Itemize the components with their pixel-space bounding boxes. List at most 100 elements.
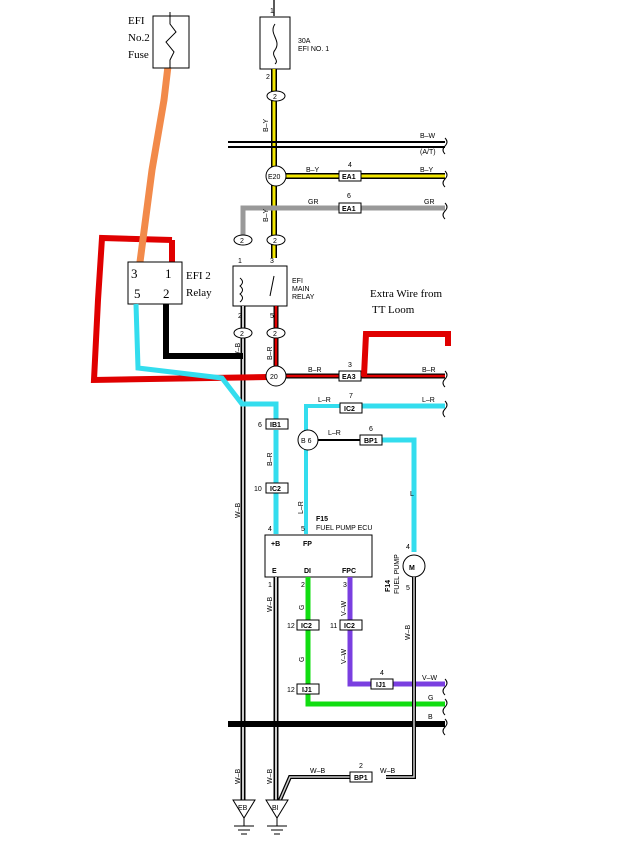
wire-label-vw3: V–W <box>422 675 438 682</box>
svg-text:IJ1: IJ1 <box>376 682 386 689</box>
svg-text:IC2: IC2 <box>301 623 312 630</box>
connector-ib1: IB1 <box>265 418 289 430</box>
connector-2c: 2 <box>266 234 286 246</box>
ic2d-pin: 11 <box>330 623 337 630</box>
wire-label-br2: B–R <box>308 367 322 374</box>
ic2a-pin: 7 <box>349 393 353 400</box>
ecu-pin-3: 3 <box>343 582 347 589</box>
svg-text:2: 2 <box>240 238 244 245</box>
wire-label-wb3: W–B <box>267 597 274 613</box>
ij1b-pin: 4 <box>380 670 384 677</box>
svg-text:2: 2 <box>273 331 277 338</box>
bp1a-pin: 6 <box>369 426 373 433</box>
relay-pin-1: 1 <box>238 258 242 265</box>
ecu-id: F15 <box>316 516 328 523</box>
relay-label-3: RELAY <box>292 294 315 301</box>
relay-switch-icon <box>269 275 275 297</box>
svg-text:BI: BI <box>272 805 279 812</box>
wire-label-gr: GR <box>308 199 319 206</box>
wire-label-wb4: W–B <box>405 625 412 641</box>
connector-ea1: EA1 <box>338 170 362 182</box>
relay-pin-5: 5 <box>270 313 274 320</box>
ecu-name: FUEL PUMP ECU <box>316 525 372 532</box>
fuse-pin-bottom: 2 <box>266 74 270 81</box>
efi2-fuse-label-1: EFI <box>128 15 145 27</box>
wire-label-lr4: L–R <box>298 501 305 514</box>
svg-text:20: 20 <box>270 374 278 381</box>
svg-text:2: 2 <box>273 94 277 101</box>
efi2-fuse-label-2: No.2 <box>128 32 150 44</box>
efi2-relay-label-2: Relay <box>186 287 212 299</box>
wire-label-wb5: W–B <box>310 768 326 775</box>
relay-coil-icon <box>239 277 243 303</box>
efi2-relay-label-1: EFI 2 <box>186 270 211 282</box>
connector-20: 20 <box>265 365 287 387</box>
svg-text:IJ1: IJ1 <box>302 687 312 694</box>
added-cyan-wire <box>133 303 279 420</box>
relay-label-2: MAIN <box>292 286 310 293</box>
relay-pin-3: 3 <box>270 258 274 265</box>
ground-eb: EB <box>232 799 256 835</box>
svg-text:2: 2 <box>240 331 244 338</box>
ecu-pin-5: 5 <box>301 526 305 533</box>
ecu-pin-1: 1 <box>268 582 272 589</box>
ea1-pin: 4 <box>348 162 352 169</box>
added-black-wire <box>163 304 243 359</box>
pump-pin-5: 5 <box>406 585 410 592</box>
bp1-wb-wire-core <box>279 776 350 801</box>
bp1-wb-wire <box>278 775 350 801</box>
connector-ic2-c: IC2 <box>296 619 320 631</box>
connector-ij1-a: IJ1 <box>296 683 320 695</box>
wire-label-by: B–Y <box>263 118 270 132</box>
fuse-name: EFI NO. 1 <box>298 46 329 53</box>
wire-label-g3: G <box>428 695 433 702</box>
pump-wb-wire <box>386 577 416 779</box>
ic2c-pin: 12 <box>287 623 295 630</box>
efi2-relay-pin-5: 5 <box>134 286 141 301</box>
connector-ic2-a: IC2 <box>339 402 363 414</box>
continuation-marks <box>442 137 448 736</box>
svg-text:2: 2 <box>273 238 277 245</box>
wire-label-wb2: W–B <box>235 503 242 519</box>
added-red-wire <box>90 234 269 384</box>
extra-red-wire <box>361 331 451 377</box>
ea3-pin: 3 <box>348 362 352 369</box>
connector-ic2-b: IC2 <box>265 482 289 494</box>
svg-text:EB: EB <box>238 805 248 812</box>
wire-label-wb6: W–B <box>380 768 396 775</box>
svg-text:IC2: IC2 <box>270 486 281 493</box>
ecu-term-di: DI <box>304 568 311 575</box>
svg-text:EA1: EA1 <box>342 174 356 181</box>
wire-label-bw: B–W <box>420 133 436 140</box>
wire-label-by3: B–Y <box>420 167 434 174</box>
ic2b-pin: 10 <box>254 486 262 493</box>
lr-wire <box>304 404 340 534</box>
svg-text:B 6: B 6 <box>301 438 312 445</box>
relay-pin-2: 2 <box>238 313 242 320</box>
gr-wire <box>240 205 445 240</box>
fuel-pump-ecu <box>264 534 373 578</box>
connector-2b: 2 <box>233 234 253 246</box>
connector-ea3: EA3 <box>338 370 362 382</box>
svg-text:BP1: BP1 <box>364 438 378 445</box>
efi2-relay-box <box>127 261 183 305</box>
extra-wire-label-2: TT Loom <box>372 304 415 316</box>
wire-label-by2: B–Y <box>306 167 320 174</box>
connector-2e: 2 <box>266 327 286 339</box>
pump-name: FUEL PUMP <box>394 554 401 594</box>
ground-bi: BI <box>265 799 289 835</box>
wire-label-lr2: L–R <box>422 397 435 404</box>
efi2-fuse-label-3: Fuse <box>128 49 149 61</box>
svg-text:EA1: EA1 <box>342 206 356 213</box>
svg-text:E20: E20 <box>268 174 281 181</box>
pump-wb-wire-core <box>386 577 415 778</box>
svg-text:IC2: IC2 <box>344 406 355 413</box>
efi2-relay-pin-2: 2 <box>163 286 170 301</box>
connector-ea1-b: EA1 <box>338 202 362 214</box>
pump-pin-4: 4 <box>406 544 410 551</box>
wire-label-wb1: W–B <box>235 343 242 359</box>
connector-ij1-b: IJ1 <box>370 678 394 690</box>
g-wire <box>305 577 445 707</box>
connector-ic2-d: IC2 <box>339 619 363 631</box>
